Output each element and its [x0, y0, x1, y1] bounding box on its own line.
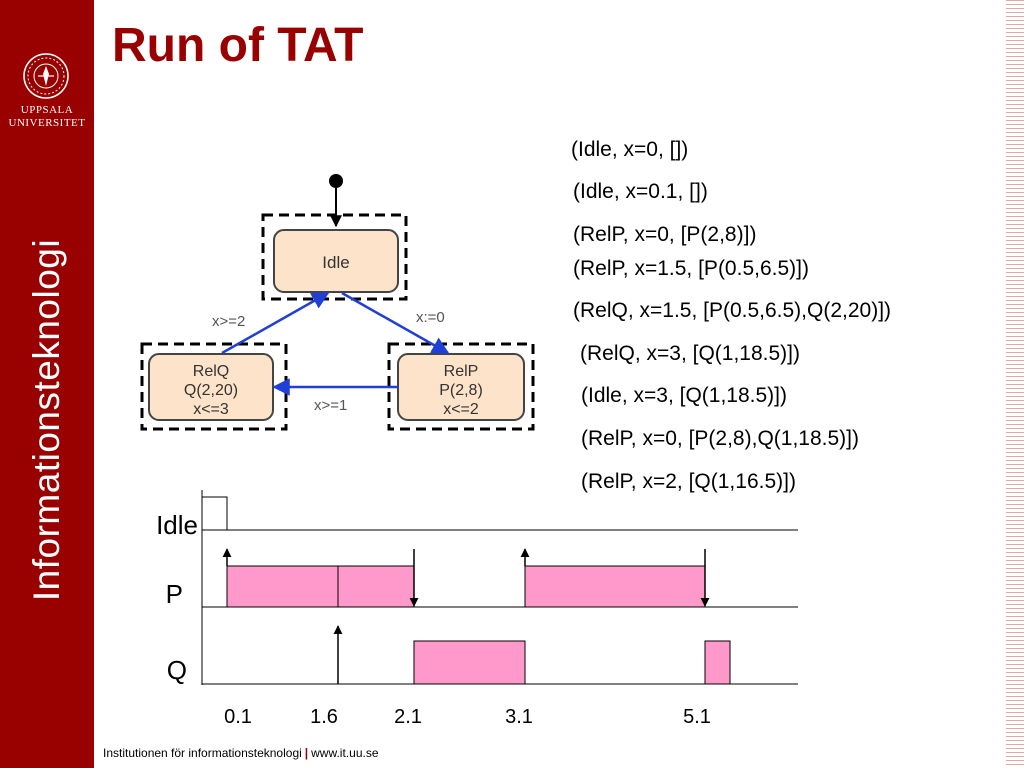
university-name: UPPSALA UNIVERSITET	[0, 104, 94, 130]
relp-selection-box	[387, 342, 535, 431]
relq-selection-box	[140, 342, 288, 431]
location-idle-label: Idle	[322, 253, 349, 272]
trace-state: (Idle, x=0.1, [])	[573, 180, 708, 203]
edge-relq-to-idle-label: x>=2	[212, 313, 245, 330]
trace-state: (Idle, x=3, [Q(1,18.5)])	[581, 384, 788, 407]
timeline-row-label-idle: Idle	[156, 510, 198, 540]
edge-relq-to-idle	[221, 291, 330, 355]
timeline: Idle P Q 0.1 1.6 2.1 3.1 5.1	[156, 490, 798, 728]
location-relq-task: Q(2,20)	[184, 382, 238, 399]
location-relq-invariant: x<=3	[193, 401, 229, 418]
timeline-tick-label: 2.1	[394, 706, 422, 728]
location-relq-name: RelQ	[193, 363, 229, 380]
trace-state: (RelQ, x=1.5, [P(0.5,6.5),Q(2,20)])	[573, 299, 892, 322]
edge-idle-to-relp	[341, 291, 450, 355]
timeline-tick-label: 5.1	[683, 706, 711, 728]
uppsala-seal-icon	[23, 53, 69, 99]
university-name-line-1: UPPSALA	[20, 104, 74, 116]
decorative-rule	[1006, 0, 1024, 768]
footer-department: Institutionen för informationsteknologi	[103, 746, 302, 760]
trace-state: (RelP, x=1.5, [P(0.5,6.5)])	[573, 257, 809, 280]
university-name-line-2: UNIVERSITET	[8, 117, 86, 129]
trace-state: (RelQ, x=3, [Q(1,18.5)])	[580, 342, 800, 365]
p-execution-block	[337, 565, 415, 608]
location-relp-task: P(2,8)	[439, 382, 483, 399]
footer-separator: |	[304, 746, 309, 760]
timeline-row-label-q: Q	[167, 655, 187, 685]
trace-state: (RelP, x=0, [P(2,8)])	[573, 223, 757, 246]
trace-state: (Idle, x=0, [])	[571, 138, 689, 161]
timeline-row-label-p: P	[166, 579, 183, 609]
q-execution-block	[413, 640, 526, 685]
timeline-tick-label: 0.1	[224, 706, 252, 728]
q-execution-block	[704, 640, 731, 685]
automaton: Idle RelQ Q(2,20) x<=3 RelP P(2,8) x<=2 …	[140, 174, 535, 431]
footer: Institutionen för informationsteknologi|…	[103, 746, 379, 760]
p-execution-block	[226, 565, 339, 608]
trace-state: (RelP, x=2, [Q(1,16.5)])	[581, 470, 796, 493]
timeline-tick-label: 1.6	[310, 706, 338, 728]
sidebar: UPPSALA UNIVERSITET Informationsteknolog…	[0, 0, 94, 768]
footer-url[interactable]: www.it.uu.se	[311, 746, 379, 760]
trace-state: (RelP, x=0, [P(2,8),Q(1,18.5)])	[581, 427, 859, 450]
location-relp-invariant: x<=2	[443, 401, 479, 418]
idle-selection-box	[261, 213, 408, 301]
edge-idle-to-relp-label: x:=0	[416, 309, 445, 326]
edge-relp-to-relq-label: x>=1	[314, 397, 347, 414]
location-idle	[273, 229, 399, 293]
idle-execution-block	[201, 496, 228, 531]
location-relp-name: RelP	[444, 363, 479, 380]
slide-title: Run of TAT	[112, 19, 364, 72]
p-execution-block	[524, 565, 706, 608]
initial-state-icon	[329, 174, 343, 188]
timeline-tick-label: 3.1	[505, 706, 533, 728]
